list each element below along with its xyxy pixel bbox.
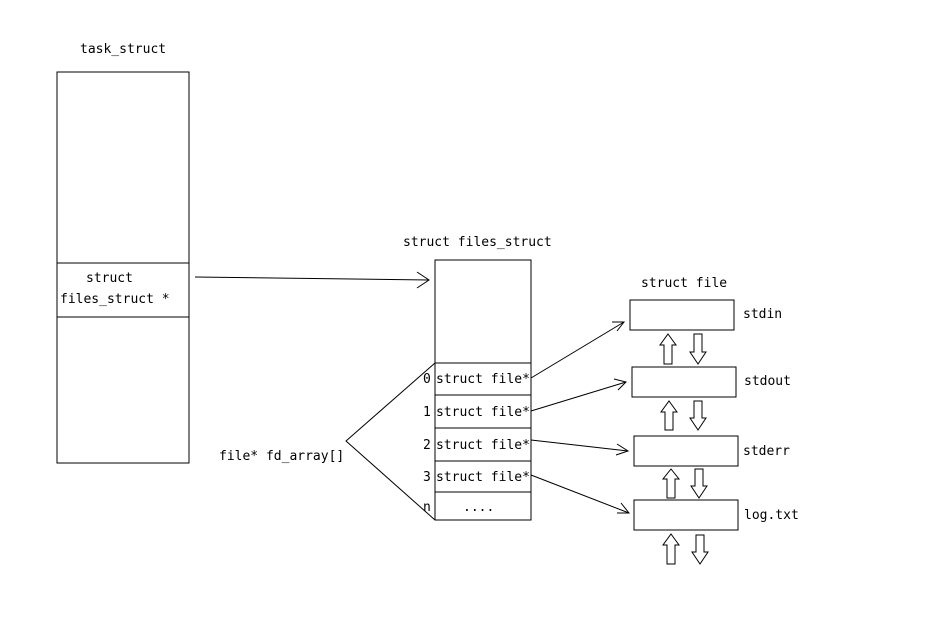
file-box-stderr (633, 435, 739, 467)
down-arrow-icon (690, 468, 708, 499)
fd-array-bracket (345, 362, 436, 521)
up-arrow-icon (661, 468, 681, 499)
up-arrow-icon (660, 400, 678, 431)
down-arrow-icon (689, 400, 707, 431)
fd2-pointer-arrowhead (615, 443, 630, 456)
files-pointer-arrowhead (416, 271, 430, 289)
fd-row-1-label: struct file* (436, 405, 530, 420)
fd-row-3-label: struct file* (436, 470, 530, 485)
file-box-stdin (629, 299, 735, 331)
files-pointer-arrow (194, 276, 430, 281)
up-arrow-icon (659, 333, 677, 365)
fd2-pointer (530, 439, 629, 452)
fd-array-rows: 0 struct file* 1 struct file* 2 struct f… (423, 362, 531, 515)
file-label-log: log.txt (744, 508, 799, 523)
fd-index-0: 0 (423, 372, 431, 387)
fd3-pointer-arrowhead (617, 502, 631, 514)
files-struct-title: struct files_struct (403, 235, 552, 250)
file-box-log (633, 499, 739, 531)
fd-row-2-label: struct file* (436, 438, 530, 453)
fd1-pointer (530, 381, 627, 412)
fd-array-label: file* fd_array[] (219, 449, 344, 464)
fd-index-2: 2 (423, 438, 431, 453)
fd-index-1: 1 (423, 405, 431, 420)
task-struct-files-field (56, 262, 190, 318)
task-struct-field-line2: files_struct * (60, 292, 170, 307)
files-struct-box (434, 259, 532, 521)
fd3-pointer (530, 474, 630, 514)
file-box-stdout (631, 366, 737, 398)
fd-index-3: 3 (423, 470, 431, 485)
struct-file-title: struct file (641, 276, 727, 291)
fd-row-n-label: .... (463, 500, 494, 515)
fd-row-0-label: struct file* (436, 372, 530, 387)
up-arrow-icon (662, 533, 680, 565)
file-label-stdout: stdout (744, 374, 791, 389)
fd0-pointer (530, 321, 625, 379)
file-label-stderr: stderr (743, 444, 790, 459)
down-arrow-icon (691, 534, 709, 565)
fd1-pointer-arrowhead (613, 378, 627, 391)
down-arrow-icon (689, 333, 707, 365)
file-list-links (659, 333, 709, 565)
file-label-stdin: stdin (743, 307, 782, 322)
task-struct-title: task_struct (80, 42, 166, 57)
fd-index-n: n (423, 500, 431, 515)
task-struct-field-line1: struct (86, 271, 133, 286)
fd0-pointer-arrowhead (612, 321, 626, 332)
